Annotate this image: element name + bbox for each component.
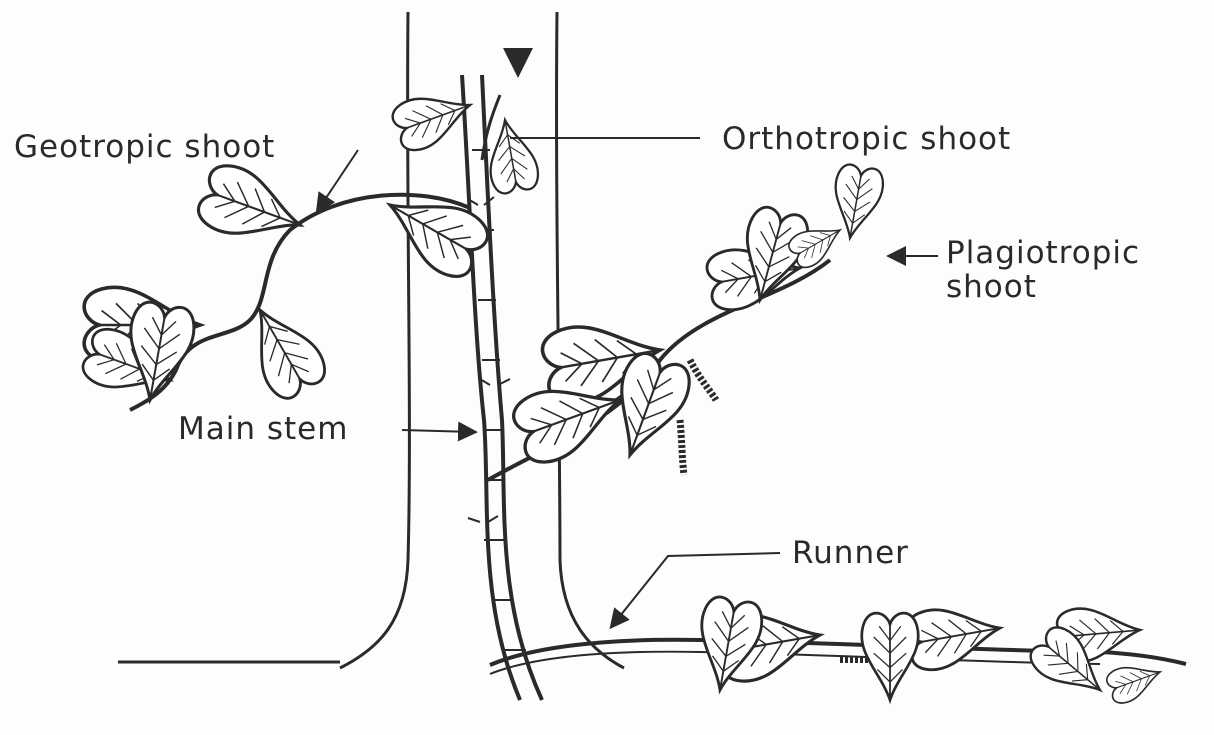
plagiotropic-shoot — [488, 163, 938, 480]
main-stem-pointer — [402, 430, 474, 432]
label-plagiotropic-shoot: Plagiotropic shoot — [946, 236, 1140, 304]
label-runner: Runner — [792, 536, 909, 570]
label-main-stem: Main stem — [178, 412, 348, 446]
label-plagiotropic-line2: shoot — [946, 270, 1140, 304]
label-plagiotropic-line1: Plagiotropic — [946, 236, 1140, 270]
label-geotropic-shoot: Geotropic shoot — [14, 130, 275, 164]
label-orthotropic-shoot: Orthotropic shoot — [722, 122, 1011, 156]
runner — [490, 553, 1186, 709]
geotropic-shoot — [79, 150, 495, 410]
orthotropic-shoot — [389, 58, 700, 195]
